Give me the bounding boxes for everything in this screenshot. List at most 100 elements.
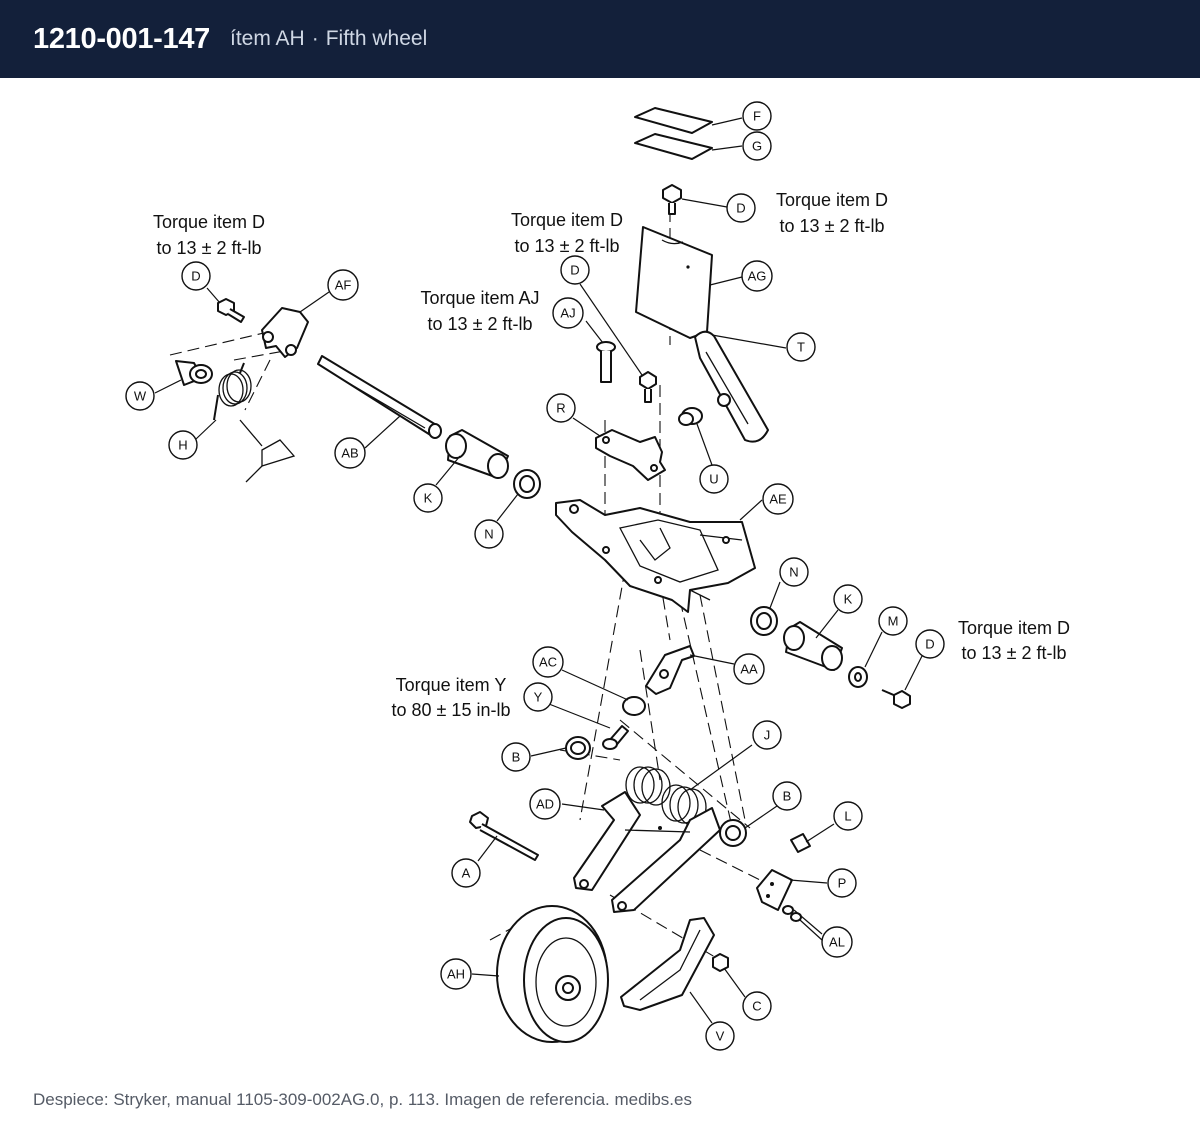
svg-text:M: M: [888, 614, 899, 629]
svg-text:Torque item D: Torque item D: [958, 618, 1070, 638]
callout-b: B: [772, 781, 802, 811]
svg-text:J: J: [764, 728, 771, 743]
svg-text:D: D: [570, 263, 579, 278]
svg-text:H: H: [178, 438, 187, 453]
svg-text:to 80 ± 15 in-lb: to 80 ± 15 in-lb: [392, 700, 511, 720]
bushing-k-right: [783, 621, 843, 671]
svg-text:to 13 ± 2 ft-lb: to 13 ± 2 ft-lb: [515, 236, 620, 256]
callout-f: F: [742, 101, 772, 131]
arm-t: [694, 330, 769, 443]
torque-note-y: Torque item Y to 80 ± 15 in-lb: [392, 675, 511, 720]
item-label: ítem AH: [230, 27, 305, 50]
callout-af: AF: [327, 269, 359, 301]
callout-k: K: [833, 584, 863, 614]
torque-note-center: Torque item D to 13 ± 2 ft-lb: [511, 210, 623, 256]
bracket-r: [595, 429, 666, 481]
spring-tool: [239, 419, 296, 483]
callout-ab: AB: [334, 437, 366, 469]
exploded-parts-diagram: F G D AG T D AJ D R U AE AF D W H AB K N…: [125, 101, 1070, 1051]
svg-text:AF: AF: [335, 278, 352, 293]
svg-text:A: A: [462, 866, 471, 881]
cap-l: [790, 833, 811, 853]
callout-u: U: [699, 464, 729, 494]
svg-text:AD: AD: [536, 797, 554, 812]
callout-c: C: [742, 991, 772, 1021]
callout-k: K: [413, 483, 443, 513]
torque-note-left: Torque item D to 13 ± 2 ft-lb: [153, 212, 265, 258]
svg-text:T: T: [797, 340, 805, 355]
callout-ag: AG: [741, 260, 773, 292]
callout-aa: AA: [733, 653, 765, 685]
screw-d-mid: [639, 371, 657, 403]
wheel-ah: [496, 905, 609, 1043]
torque-note-top-right: Torque item D to 13 ± 2 ft-lb: [776, 190, 888, 236]
svg-text:AJ: AJ: [560, 306, 575, 321]
callout-d: D: [560, 255, 590, 285]
svg-text:Torque item D: Torque item D: [776, 190, 888, 210]
pad-f: [634, 107, 713, 134]
svg-text:AL: AL: [829, 935, 845, 950]
svg-text:Torque item D: Torque item D: [153, 212, 265, 232]
housing-ae: [555, 499, 756, 613]
header-bar: 1210-001-147 ítem AH·Fifth wheel: [0, 0, 1200, 78]
svg-text:D: D: [736, 201, 745, 216]
callout-a: A: [451, 858, 481, 888]
callout-r: R: [546, 393, 576, 423]
callout-n: N: [474, 519, 504, 549]
svg-text:Torque item Y: Torque item Y: [396, 675, 507, 695]
callout-d: D: [726, 193, 756, 223]
svg-text:Torque item D: Torque item D: [511, 210, 623, 230]
svg-text:P: P: [838, 876, 847, 891]
screws-al: [782, 905, 802, 922]
svg-text:AC: AC: [539, 655, 557, 670]
source-caption: Despiece: Stryker, manual 1105-309-002AG…: [33, 1090, 692, 1109]
callout-ah: AH: [440, 958, 472, 990]
callout-d: D: [915, 629, 945, 659]
spring-h: [213, 362, 252, 421]
plate-ag: [635, 226, 713, 339]
svg-text:to 13 ± 2 ft-lb: to 13 ± 2 ft-lb: [780, 216, 885, 236]
svg-text:D: D: [191, 269, 200, 284]
svg-text:Torque item AJ: Torque item AJ: [420, 288, 539, 308]
callout-l: L: [833, 801, 863, 831]
screw-d-top: [662, 184, 682, 215]
svg-text:AE: AE: [769, 492, 787, 507]
svg-text:F: F: [753, 109, 761, 124]
ring-n-right: [750, 606, 778, 636]
svg-text:G: G: [752, 139, 762, 154]
callout-v: V: [705, 1021, 735, 1051]
bushing-k-left: [445, 429, 509, 479]
callout-ae: AE: [762, 483, 794, 515]
callout-p: P: [827, 868, 857, 898]
callout-g: G: [742, 131, 772, 161]
svg-text:V: V: [716, 1029, 725, 1044]
ring-n-left: [513, 469, 541, 499]
svg-text:AA: AA: [740, 662, 758, 677]
ring-b-left: [565, 736, 591, 760]
svg-text:D: D: [925, 637, 934, 652]
ring-b-right: [719, 819, 747, 847]
part-number: 1210-001-147: [33, 22, 210, 55]
svg-text:C: C: [752, 999, 761, 1014]
nut-c: [712, 953, 729, 972]
svg-text:N: N: [484, 527, 493, 542]
svg-text:K: K: [424, 491, 433, 506]
callout-b: B: [501, 742, 531, 772]
svg-text:U: U: [709, 472, 718, 487]
callout-aj: AJ: [552, 297, 584, 329]
callout-m: M: [878, 606, 908, 636]
svg-text:W: W: [134, 389, 147, 404]
svg-text:R: R: [556, 401, 565, 416]
svg-text:AB: AB: [341, 446, 358, 461]
bracket-af: [261, 307, 309, 358]
callout-j: J: [752, 720, 782, 750]
leader-lines: [154, 117, 923, 1024]
screw-d-left: [217, 298, 245, 323]
frame-ad: [573, 791, 721, 913]
svg-text:to 13 ± 2 ft-lb: to 13 ± 2 ft-lb: [157, 238, 262, 258]
svg-text:AG: AG: [748, 269, 767, 284]
pad-g: [634, 133, 713, 160]
callout-t: T: [786, 332, 816, 362]
item-name: Fifth wheel: [325, 27, 428, 50]
callout-al: AL: [821, 926, 853, 958]
